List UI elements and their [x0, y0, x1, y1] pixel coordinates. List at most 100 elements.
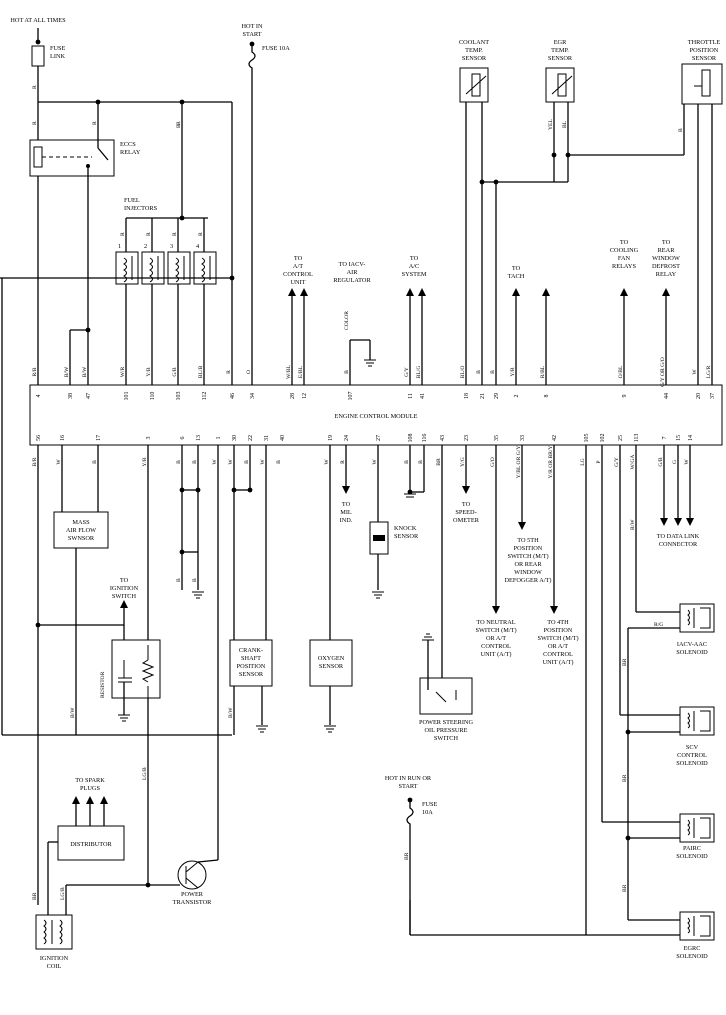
- svg-text:B/W: B/W: [228, 707, 234, 718]
- ecm-pin-8: 8: [544, 395, 550, 398]
- wire-color-label: B/W: [82, 366, 88, 377]
- ecm-pin-38: 38: [68, 393, 74, 399]
- fuse-10a-start: [248, 44, 256, 385]
- injector-1: [115, 251, 139, 285]
- svg-text:R: R: [176, 121, 182, 125]
- wire-color-label: BL/B: [198, 366, 204, 379]
- svg-text:R: R: [32, 85, 38, 89]
- ecm-pin-44: 44: [664, 393, 670, 399]
- solenoid: [679, 911, 715, 941]
- wire-color-label: W/BL: [286, 364, 292, 379]
- ecm-pin-103: 103: [176, 392, 182, 401]
- wire-color-label: LG/R: [706, 365, 712, 378]
- svg-text:BR: BR: [404, 852, 410, 860]
- ecm-pin-9: 9: [622, 395, 628, 398]
- wire-color-label: W: [684, 459, 690, 465]
- ecm-pin-112: 112: [202, 392, 208, 401]
- svg-text:BR: BR: [622, 658, 628, 666]
- wire-color-label: R: [226, 370, 232, 374]
- ecm-pin-41: 41: [420, 393, 426, 399]
- svg-text:B: B: [192, 578, 198, 582]
- svg-text:BR: BR: [32, 892, 38, 900]
- ecm-bottom-pins: 56B/R16W17B3Y/R6B13B1W30W22B31W40B19W24R…: [32, 434, 694, 479]
- wire-color-label: G/B: [658, 457, 664, 467]
- svg-text:R: R: [120, 232, 126, 236]
- wire-color-label: B/W: [64, 366, 70, 377]
- wire-color-label: O: [246, 370, 252, 374]
- ecm-pin-110: 110: [150, 392, 156, 401]
- ecm-pin-102: 102: [600, 434, 606, 443]
- eccs-relay: [29, 139, 115, 177]
- wire-color-label: B: [490, 370, 496, 374]
- wire-color-label: BL/G: [416, 366, 422, 379]
- wire-color-label: R/B: [32, 367, 38, 376]
- svg-text:R: R: [172, 232, 178, 236]
- ecm-pin-12: 12: [302, 393, 308, 399]
- ecm-pin-116: 116: [422, 434, 428, 443]
- wire-color-label: G/Y: [614, 457, 620, 467]
- ecm-title: ENGINE CONTROL MODULE: [334, 413, 417, 420]
- wire-color-label: B: [404, 460, 410, 464]
- ecm-pin-25: 25: [618, 435, 624, 441]
- ecm-pin-43: 43: [440, 435, 446, 441]
- oxygen-sensor: [309, 639, 353, 687]
- svg-text:R/G: R/G: [654, 622, 663, 628]
- ecm-pin-24: 24: [344, 435, 350, 441]
- ecm-pin-7: 7: [662, 437, 668, 440]
- ecm-pin-47: 47: [86, 393, 92, 399]
- wire-color-label: LG: [580, 458, 586, 465]
- hot-at-all-times-label: HOT AT ALL TIMES: [10, 17, 66, 24]
- wire-color-label: B: [418, 460, 424, 464]
- ecm-pin-15: 15: [676, 435, 682, 441]
- wire-color-label: BR: [436, 458, 442, 466]
- wire-color-label: B: [244, 460, 250, 464]
- svg-text:B: B: [176, 124, 182, 128]
- svg-text:BL: BL: [562, 120, 568, 128]
- svg-text:B: B: [678, 128, 684, 132]
- ecm-pin-4: 4: [36, 395, 42, 398]
- ecm-box: [29, 384, 723, 446]
- ecm-pin-18: 18: [464, 393, 470, 399]
- wire-color-label: W: [56, 459, 62, 465]
- wire-color-label: Y/BL OR G/Y: [516, 446, 522, 479]
- crankshaft-sensor: [229, 639, 273, 687]
- wire-color-label: W/GA: [630, 455, 636, 470]
- svg-text:LG/B: LG/B: [142, 767, 148, 780]
- ecm-pin-56: 56: [36, 435, 42, 441]
- injector-number: 2: [144, 243, 147, 250]
- ecm-pin-17: 17: [96, 435, 102, 441]
- coolant-sensor: [459, 67, 489, 103]
- ecm-pin-30: 30: [232, 435, 238, 441]
- ecm-pin-29: 29: [494, 393, 500, 399]
- svg-text:B: B: [176, 578, 182, 582]
- ecm-pin-101: 101: [124, 392, 130, 401]
- injector-2: [141, 251, 165, 285]
- solenoid: [679, 706, 715, 736]
- svg-text:YEL: YEL: [548, 119, 554, 130]
- wire-color-label: G/B: [172, 367, 178, 377]
- ecm-pin-6: 6: [180, 437, 186, 440]
